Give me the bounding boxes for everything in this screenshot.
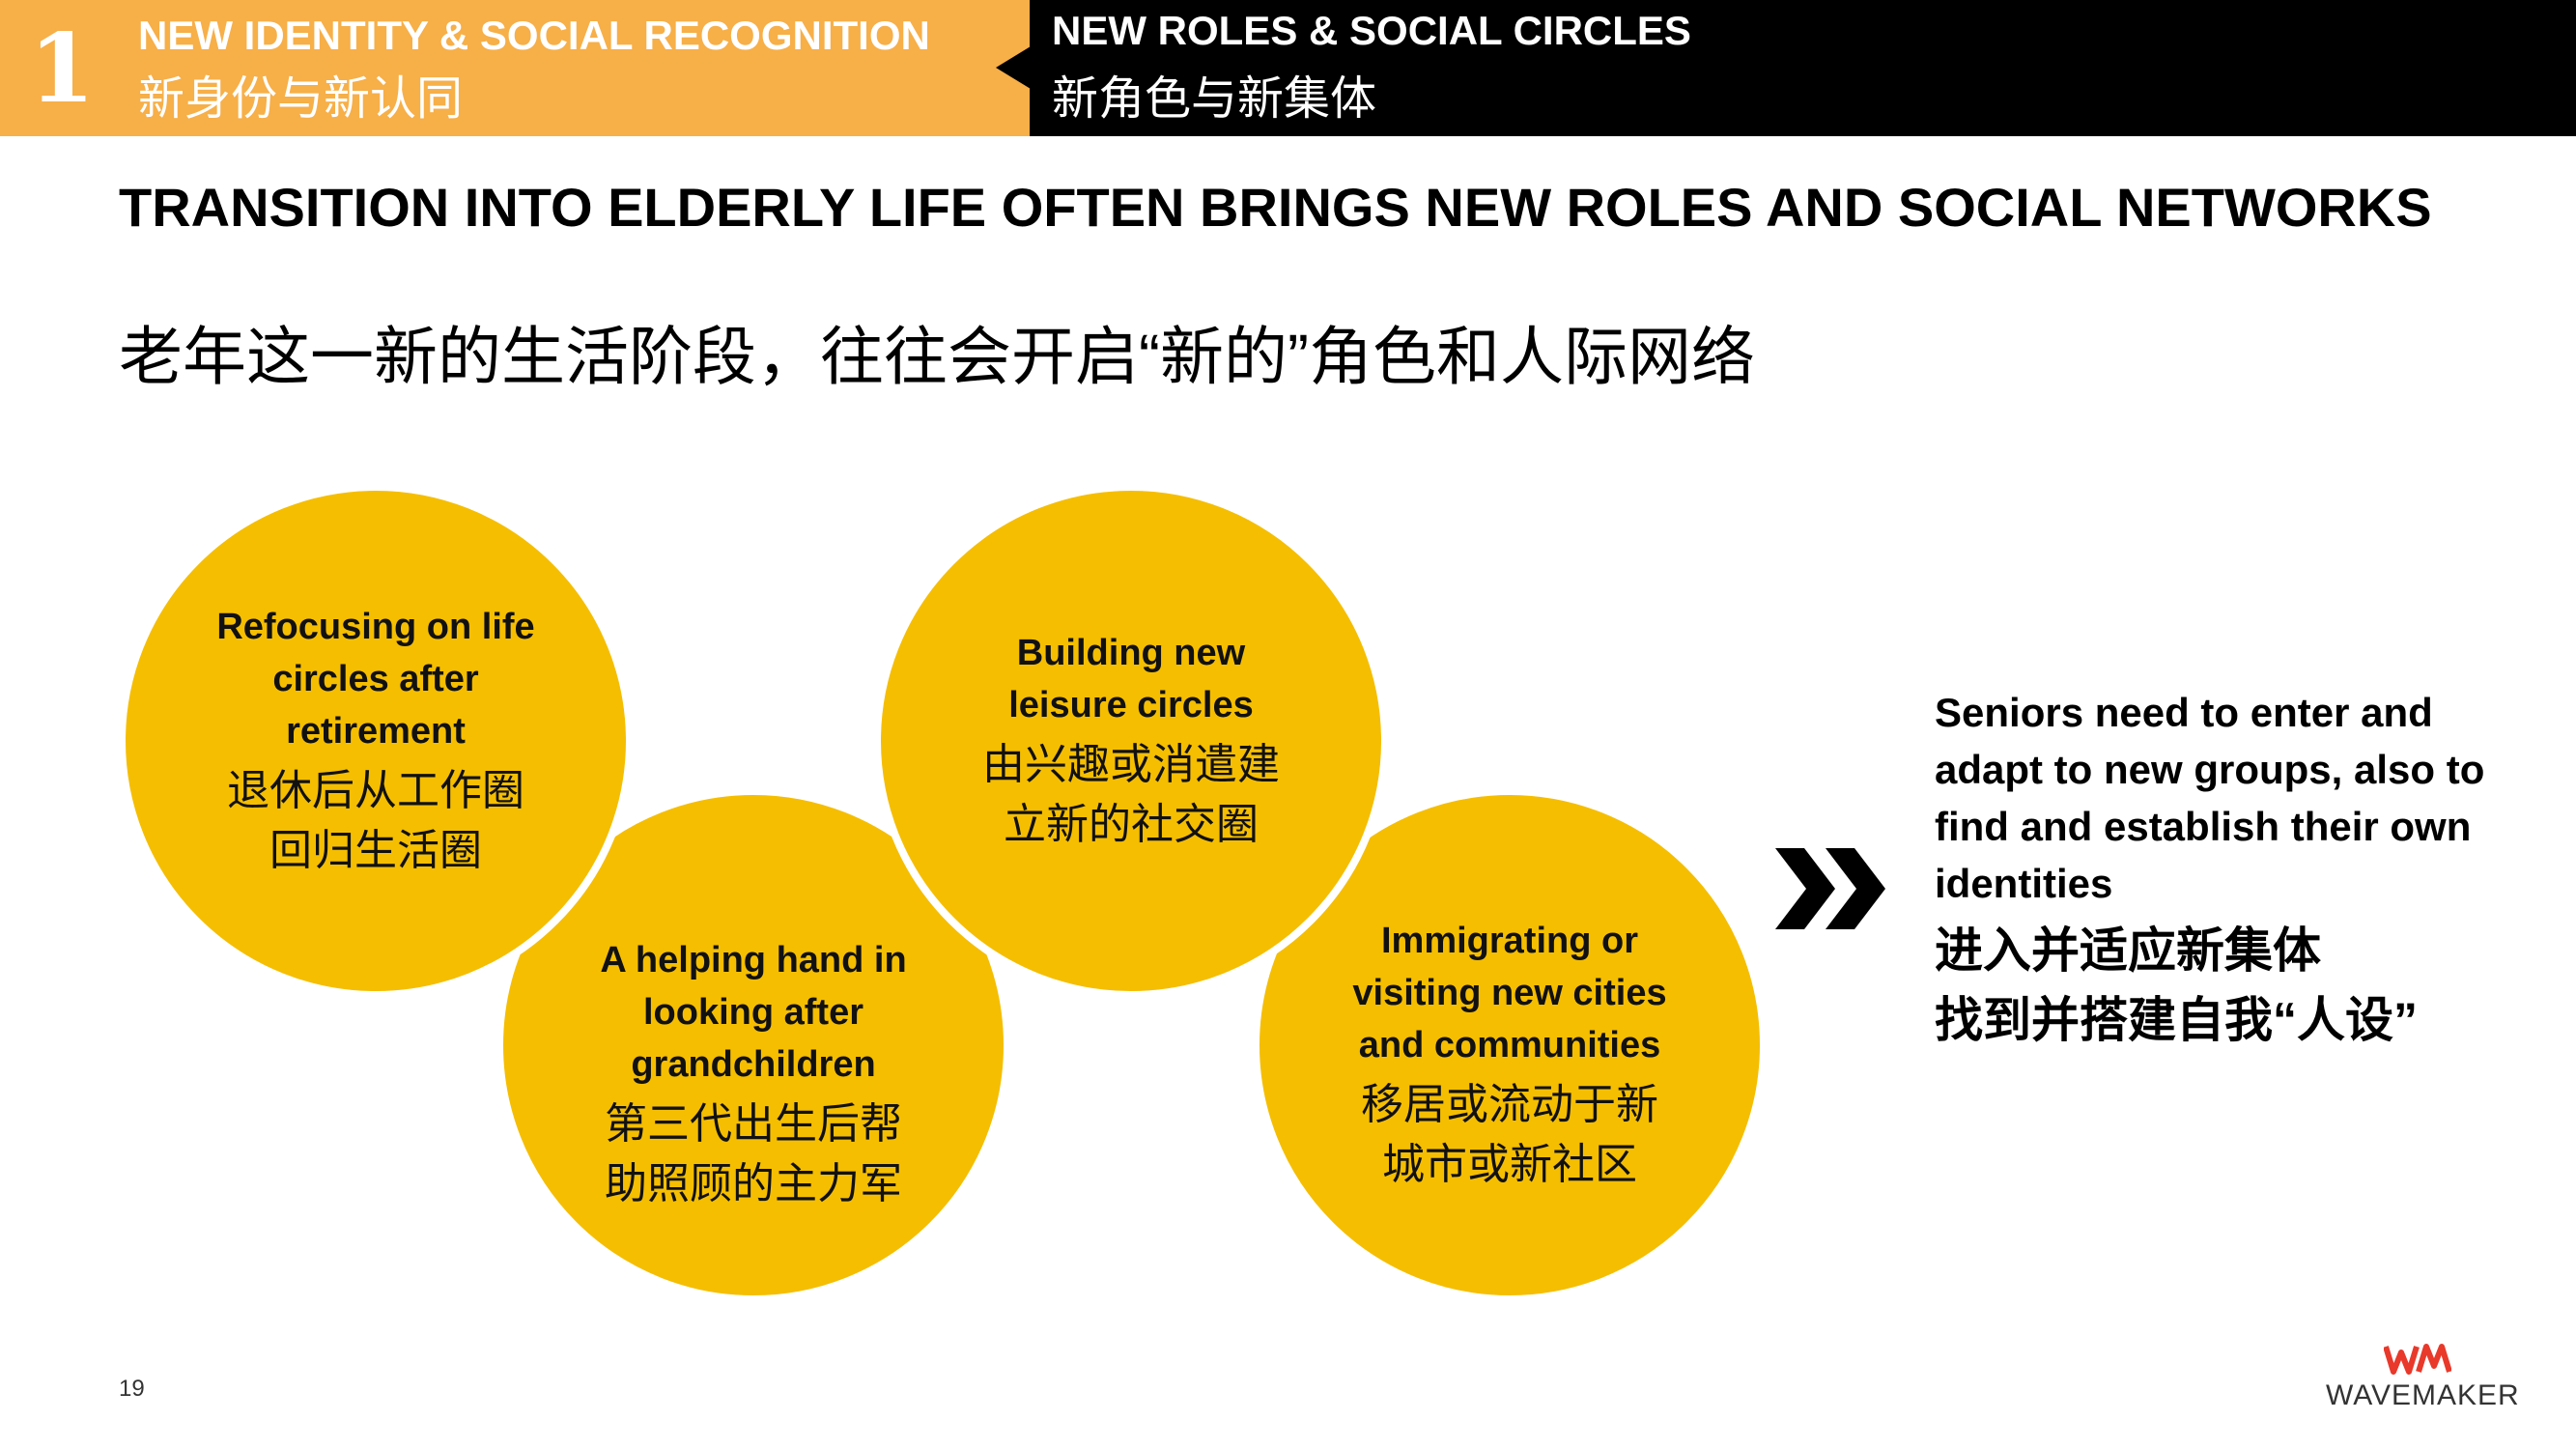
circle-zh-text: 由兴趣或消遣建立新的社交圈: [982, 741, 1280, 848]
wm-logo-icon: [2384, 1344, 2451, 1375]
page-title-zh: 老年这一新的生活阶段，往往会开启“新的”角色和人际网络: [119, 321, 1755, 392]
circle-zh-text: 退休后从工作圈回归生活圈: [227, 767, 524, 874]
takeaway-text: Seniors need to enter and adapt to new g…: [1935, 684, 2534, 1055]
circle-en-text: Refocusing on life circles after retirem…: [216, 607, 535, 752]
takeaway-zh-line-1: 进入并适应新集体: [1935, 923, 2321, 978]
takeaway-zh-line-2: 找到并搭建自我“人设”: [1935, 993, 2418, 1047]
section-1-subtitle: 新身份与新认同: [138, 73, 464, 125]
section-number: 1: [29, 14, 96, 125]
section-2-tab: [1030, 0, 2576, 136]
takeaway-en: Seniors need to enter and adapt to new g…: [1935, 690, 2485, 906]
circle-en-text: A helping hand in looking after grandchi…: [600, 940, 907, 1085]
circle-life-circles: Refocusing on life circles after retirem…: [118, 483, 634, 999]
page-title: TRANSITION INTO ELDERLY LIFE OFTEN BRING…: [119, 177, 2432, 238]
circle-en-text: Building new leisure circles: [1008, 633, 1254, 725]
pointer-arrow-icon: [996, 46, 1031, 89]
circle-immigrating: Immigrating or visiting new cities and c…: [1252, 787, 1768, 1303]
logo-text: WAVEMAKER: [2326, 1379, 2520, 1411]
section-2-title: NEW ROLES & SOCIAL CIRCLES: [1052, 8, 1691, 53]
section-2-subtitle: 新角色与新集体: [1052, 73, 1377, 125]
page-number: 19: [119, 1376, 145, 1402]
wavemaker-logo: WAVEMAKER: [2326, 1343, 2520, 1411]
section-header: 1 NEW IDENTITY & SOCIAL RECOGNITION 新身份与…: [0, 0, 2576, 136]
circle-en-text: Immigrating or visiting new cities and c…: [1352, 921, 1667, 1065]
section-1-tab: 1 NEW IDENTITY & SOCIAL RECOGNITION 新身份与…: [0, 0, 1030, 136]
double-chevron-right-icon: [1775, 848, 1885, 929]
section-1-title: NEW IDENTITY & SOCIAL RECOGNITION: [138, 13, 930, 58]
circle-zh-text: 第三代出生后帮助照顾的主力军: [605, 1100, 902, 1208]
circle-zh-text: 移居或流动于新城市或新社区: [1361, 1081, 1658, 1188]
circle-leisure: Building new leisure circles 由兴趣或消遣建立新的社…: [873, 483, 1389, 999]
